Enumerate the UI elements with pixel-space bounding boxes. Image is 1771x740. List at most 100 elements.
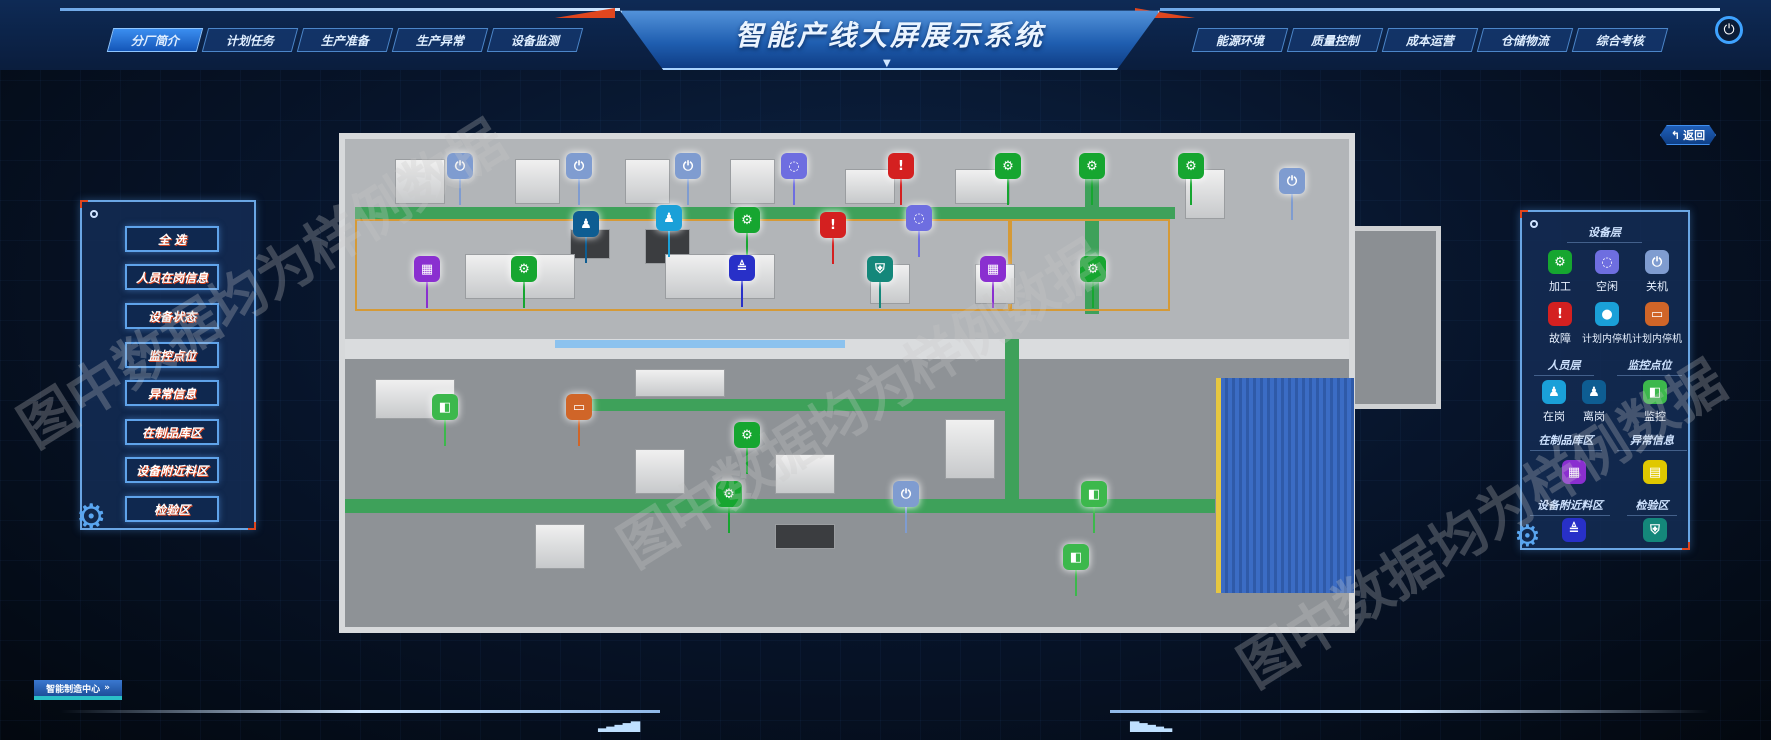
warehouse-block — [1216, 378, 1354, 593]
idle-icon: ◌ — [1595, 250, 1619, 274]
legend-working[interactable]: ⚙加工 — [1530, 250, 1590, 294]
gear-icon[interactable]: ⚙ — [734, 422, 760, 448]
aisle — [355, 207, 1175, 219]
legend-equipment-title: 设备层 — [1567, 224, 1642, 243]
tab-production-exception[interactable]: 生产异常 — [391, 28, 489, 52]
marker-stem — [668, 231, 670, 257]
back-label: 返回 — [1683, 129, 1706, 142]
gear-icon[interactable]: ⚙ — [1079, 153, 1105, 179]
marker-stem — [900, 179, 902, 205]
machine — [515, 159, 560, 204]
person-off-duty-icon[interactable]: ♟ — [573, 211, 599, 237]
wip-storage-icon[interactable]: ▦ — [980, 256, 1006, 282]
filter-personnel-on-duty[interactable]: 人员在岗信息 — [125, 264, 219, 290]
legend-exception[interactable]: ▤ — [1625, 460, 1685, 488]
bottom-line-left — [60, 710, 660, 713]
legend-material[interactable]: ≜ — [1544, 518, 1604, 546]
legend-planned-stop[interactable]: ●计划内停机 — [1574, 302, 1640, 345]
idle-icon[interactable]: ◌ — [781, 153, 807, 179]
tab-warehouse-logistics[interactable]: 仓储物流 — [1476, 28, 1574, 52]
filter-inspection-area[interactable]: 检验区 — [125, 496, 219, 522]
gear-icon[interactable]: ⚙ — [716, 481, 742, 507]
marker-stem — [793, 179, 795, 205]
legend-label: 在岗 — [1543, 410, 1565, 423]
filter-exception-info[interactable]: 异常信息 — [125, 380, 219, 406]
smart-manufacturing-center-link[interactable]: 智能制造中心» — [34, 680, 122, 700]
back-button[interactable]: ↰返回 — [1660, 125, 1716, 145]
panel-dot — [90, 210, 98, 218]
machine — [625, 159, 670, 204]
gear-icon[interactable]: ⚙ — [734, 207, 760, 233]
marker-stem — [578, 420, 580, 446]
camera-icon[interactable]: ◧ — [432, 394, 458, 420]
filter-select-all[interactable]: 全 选 — [125, 226, 219, 252]
marker-stem — [992, 282, 994, 308]
wip-storage-icon[interactable]: ▦ — [414, 256, 440, 282]
legend-settings-gear-icon[interactable]: ⚙ — [1514, 519, 1541, 554]
tab-branch-intro[interactable]: 分厂简介 — [106, 28, 204, 52]
tab-label: 生产异常 — [415, 33, 464, 48]
tab-label: 综合考核 — [1595, 33, 1644, 48]
filter-equipment-material-area[interactable]: 设备附近料区 — [125, 457, 219, 483]
legend-wip[interactable]: ▦ — [1544, 460, 1604, 488]
legend-planned-stop-2[interactable]: ▭计划内停机 — [1624, 302, 1690, 345]
marker-stem — [1291, 194, 1293, 220]
gear-icon[interactable]: ⚙ — [511, 256, 537, 282]
legend-inspection[interactable]: ⛨ — [1625, 518, 1685, 546]
gear-icon[interactable]: ⚙ — [995, 153, 1021, 179]
gear-icon[interactable]: ⚙ — [1080, 256, 1106, 282]
power-icon[interactable]: ⏻ — [566, 153, 592, 179]
filter-equipment-status[interactable]: 设备状态 — [125, 303, 219, 329]
material-stack-icon: ≜ — [1562, 518, 1586, 542]
power-icon[interactable]: ⏻ — [1279, 168, 1305, 194]
tab-production-prep[interactable]: 生产准备 — [296, 28, 394, 52]
material-stack-icon[interactable]: ≜ — [729, 255, 755, 281]
legend-idle[interactable]: ◌空闲 — [1577, 250, 1637, 294]
title-caret-icon[interactable]: ▼ — [883, 58, 891, 69]
planned-stop-icon: ● — [1595, 302, 1619, 326]
tab-plan-tasks[interactable]: 计划任务 — [201, 28, 299, 52]
legend-panel: 设备层 ⚙加工 ◌空闲 ⏻关机 !故障 ●计划内停机 ▭计划内停机 人员层 监控… — [1520, 210, 1690, 550]
tab-energy-environment[interactable]: 能源环境 — [1191, 28, 1289, 52]
filter-monitor-points[interactable]: 监控点位 — [125, 342, 219, 368]
power-icon[interactable]: ⏻ — [675, 153, 701, 179]
camera-icon[interactable]: ◧ — [1063, 544, 1089, 570]
filter-wip-storage[interactable]: 在制品库区 — [125, 419, 219, 445]
legend-on-duty[interactable]: ♟在岗 — [1524, 380, 1584, 424]
marker-stem — [444, 420, 446, 446]
legend-camera[interactable]: ◧监控 — [1625, 380, 1685, 424]
planned-stop-card-icon[interactable]: ▭ — [566, 394, 592, 420]
fault-icon[interactable]: ! — [820, 212, 846, 238]
factory-floor-map — [339, 133, 1355, 633]
person-on-duty-icon[interactable]: ♟ — [656, 205, 682, 231]
tab-label: 生产准备 — [320, 33, 369, 48]
power-icon[interactable]: ⏻ — [447, 153, 473, 179]
marker-stem — [1007, 179, 1009, 205]
machine — [845, 169, 895, 204]
double-chevron-icon: » — [104, 683, 110, 693]
settings-gear-icon[interactable]: ⚙ — [76, 497, 107, 537]
camera-icon[interactable]: ◧ — [1081, 481, 1107, 507]
legend-off-duty[interactable]: ♟离岗 — [1564, 380, 1624, 424]
legend-label: 离岗 — [1583, 410, 1605, 423]
idle-icon[interactable]: ◌ — [906, 205, 932, 231]
marker-stem — [1092, 282, 1094, 308]
tab-overall-assessment[interactable]: 综合考核 — [1571, 28, 1669, 52]
marker-stem — [1091, 179, 1093, 205]
marker-stem — [746, 448, 748, 474]
legend-off[interactable]: ⏻关机 — [1627, 250, 1687, 294]
divider-wall — [345, 339, 1349, 359]
power-button[interactable]: ⏻ — [1715, 16, 1743, 44]
gear-icon[interactable]: ⚙ — [1178, 153, 1204, 179]
water-channel — [555, 340, 845, 348]
shield-icon[interactable]: ⛨ — [867, 256, 893, 282]
aisle — [1005, 339, 1019, 509]
tab-cost-operations[interactable]: 成本运营 — [1381, 28, 1479, 52]
tab-quality-control[interactable]: 质量控制 — [1286, 28, 1384, 52]
machine — [395, 159, 445, 204]
power-icon[interactable]: ⏻ — [893, 481, 919, 507]
marker-stem — [585, 237, 587, 263]
tab-equipment-monitoring[interactable]: 设备监测 — [486, 28, 584, 52]
legend-fault[interactable]: !故障 — [1530, 302, 1590, 346]
fault-icon[interactable]: ! — [888, 153, 914, 179]
